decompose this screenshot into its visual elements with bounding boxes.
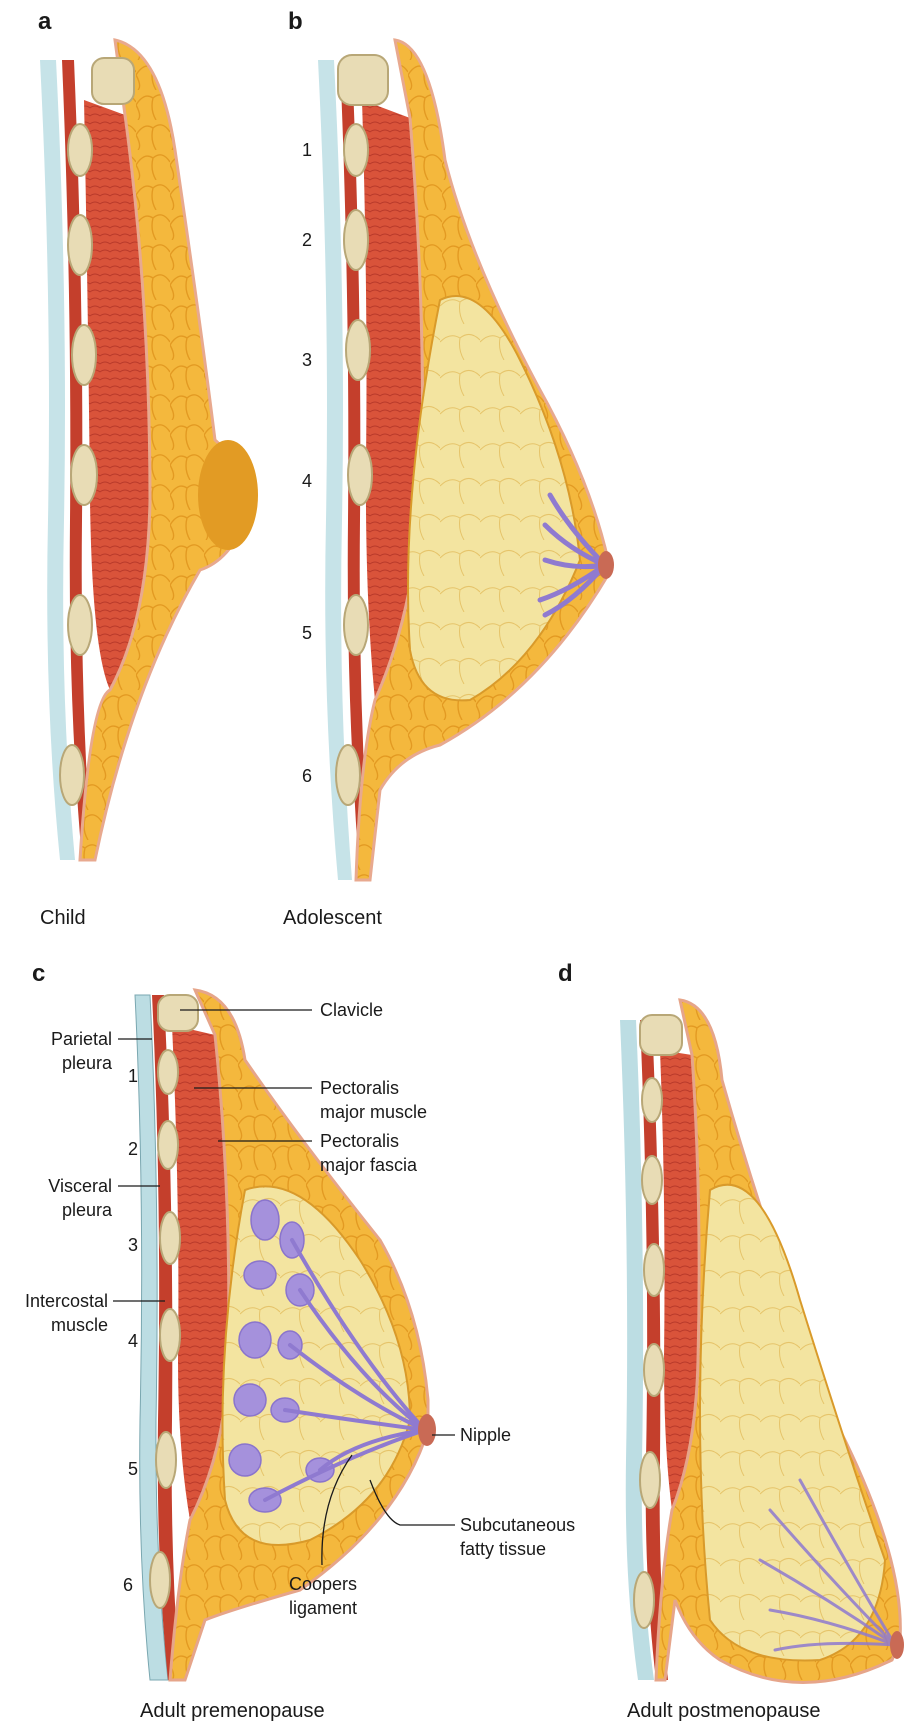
panel-letter-b: b (288, 8, 303, 36)
label-subcutaneous-fatty-tissue: Subcutaneous fatty tissue (460, 1513, 575, 1561)
label-subcutaneous-line1: Subcutaneous (460, 1513, 575, 1537)
label-visceral-pleura-line1: Visceral (18, 1174, 112, 1198)
rib-number-b-6: 6 (297, 766, 317, 787)
label-nipple: Nipple (460, 1423, 511, 1447)
clavicle-bone-c (158, 995, 198, 1031)
label-subcutaneous-line2: fatty tissue (460, 1537, 575, 1561)
label-visceral-pleura-line2: pleura (18, 1198, 112, 1222)
label-pectoralis-major-fascia-line1: Pectoralis (320, 1129, 417, 1153)
label-clavicle: Clavicle (320, 998, 383, 1022)
caption-adult-postmenopause: Adult postmenopause (627, 1700, 820, 1723)
rib-number-b-3: 3 (297, 350, 317, 371)
label-parietal-pleura-line1: Parietal (18, 1027, 112, 1051)
rib-number-b-4: 4 (297, 471, 317, 492)
label-intercostal-muscle: Intercostal muscle (4, 1289, 108, 1337)
panel-letter-c: c (32, 960, 45, 988)
panel-b-illustration (318, 40, 614, 880)
nipple-c (418, 1414, 436, 1446)
rib-number-c-3: 3 (123, 1235, 143, 1256)
label-parietal-pleura: Parietal pleura (18, 1027, 112, 1075)
rib-number-c-2: 2 (123, 1139, 143, 1160)
clavicle-bone-a (92, 58, 134, 104)
label-parietal-pleura-line2: pleura (18, 1051, 112, 1075)
rib-number-c-5: 5 (123, 1459, 143, 1480)
panel-a-illustration (40, 40, 258, 860)
label-intercostal-muscle-line2: muscle (4, 1313, 108, 1337)
rib-number-c-4: 4 (123, 1331, 143, 1352)
rib-number-c-6: 6 (118, 1575, 138, 1596)
label-pectoralis-major-fascia: Pectoralis major fascia (320, 1129, 417, 1177)
panel-d-illustration (620, 1000, 904, 1683)
glandular-tissue-d (700, 1185, 885, 1661)
label-visceral-pleura: Visceral pleura (18, 1174, 112, 1222)
label-coopers-line2: ligament (278, 1596, 368, 1620)
label-coopers-line1: Coopers (278, 1572, 368, 1596)
nipple-bud-a (198, 440, 258, 550)
label-pectoralis-major-muscle-line1: Pectoralis (320, 1076, 427, 1100)
label-pectoralis-major-muscle: Pectoralis major muscle (320, 1076, 427, 1124)
rib-number-b-2: 2 (297, 230, 317, 251)
label-pectoralis-major-fascia-line2: major fascia (320, 1153, 417, 1177)
label-pectoralis-major-muscle-line2: major muscle (320, 1100, 427, 1124)
rib-number-b-5: 5 (297, 623, 317, 644)
caption-adult-premenopause: Adult premenopause (140, 1700, 325, 1723)
panel-letter-a: a (38, 8, 51, 36)
panel-letter-d: d (558, 960, 573, 988)
caption-child: Child (40, 907, 86, 930)
label-coopers-ligament: Coopers ligament (278, 1572, 368, 1620)
label-intercostal-muscle-line1: Intercostal (4, 1289, 108, 1313)
nipple-b (598, 551, 614, 579)
rib-number-b-1: 1 (297, 140, 317, 161)
nipple-d (890, 1631, 904, 1659)
clavicle-bone-b (338, 55, 388, 105)
clavicle-bone-d (640, 1015, 682, 1055)
caption-adolescent: Adolescent (283, 907, 382, 930)
rib-number-c-1: 1 (123, 1066, 143, 1087)
